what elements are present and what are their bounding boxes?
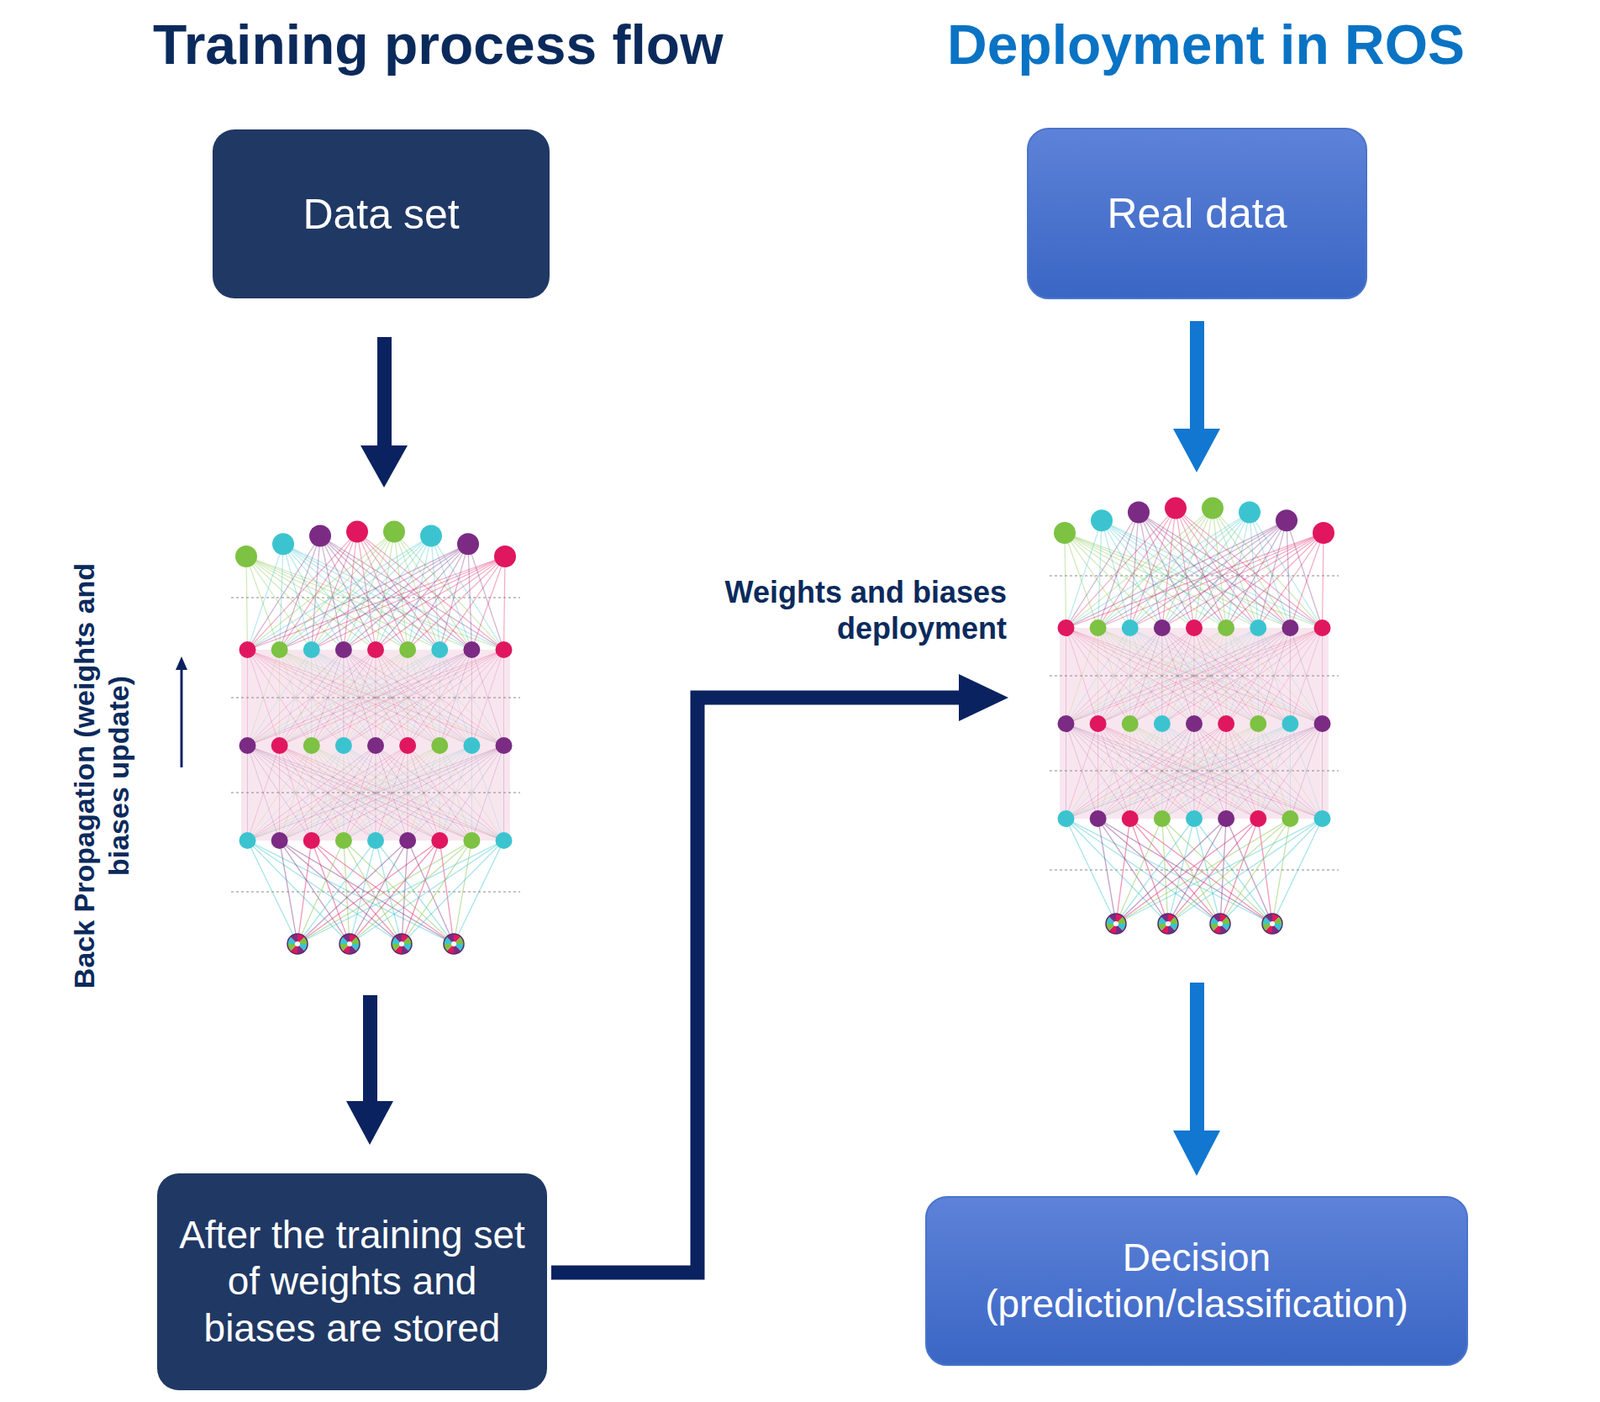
neural-network — [1049, 497, 1339, 934]
process-box: Data set — [212, 129, 550, 299]
process-box: After the training set of weights and bi… — [157, 1173, 548, 1390]
box-text: Real data — [1106, 188, 1287, 239]
neural-network — [231, 521, 521, 954]
flow-arrow — [1173, 321, 1221, 1176]
process-box: Real data — [1026, 127, 1368, 300]
backprop-arrow — [175, 656, 188, 768]
arrow-label: Weights and biases deployment — [670, 573, 1007, 647]
flow-arrow — [346, 336, 408, 1145]
result-box: Decision (prediction/classification) — [925, 1195, 1469, 1366]
column-title: Deployment in ROS — [947, 11, 1465, 79]
box-text: Decision (prediction/classification) — [942, 1234, 1452, 1327]
process-label: Back Propagation (weights and biases upd… — [67, 557, 137, 995]
column-title: Training process flow — [152, 11, 723, 79]
box-text: Data set — [302, 189, 459, 240]
deployment-arrow — [551, 673, 1009, 1273]
box-text: After the training set of weights and bi… — [172, 1211, 532, 1352]
